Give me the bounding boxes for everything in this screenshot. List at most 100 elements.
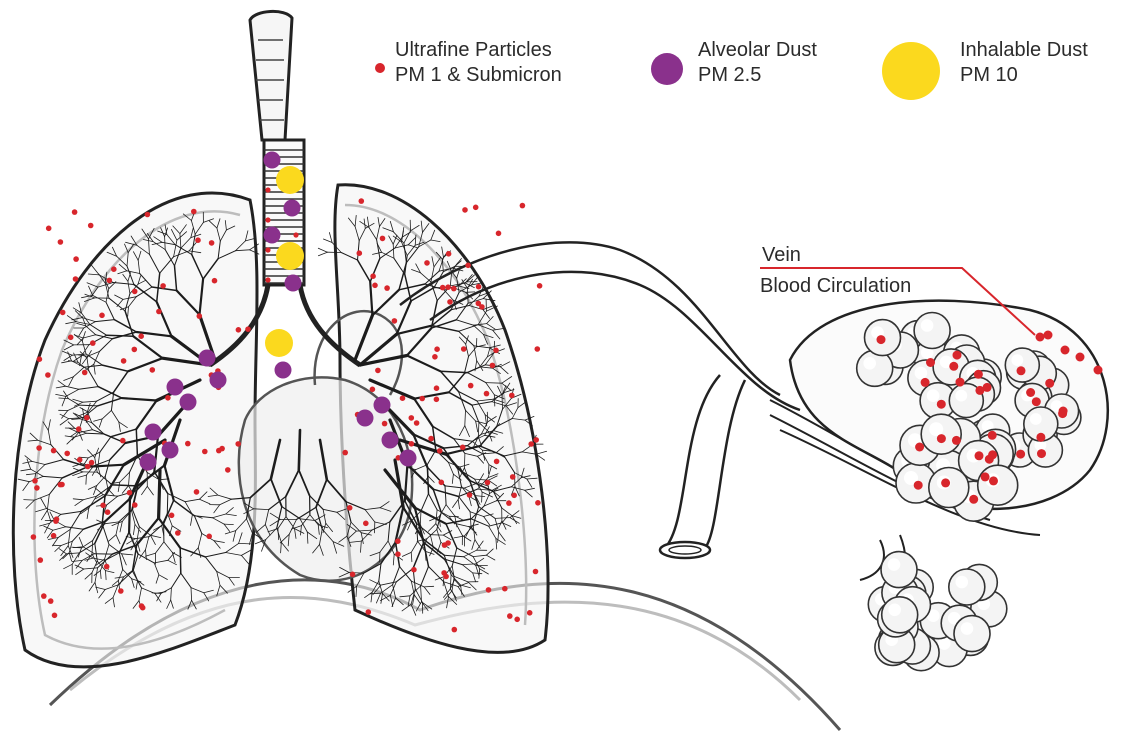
ultrafine-particle	[347, 505, 353, 511]
alveolar-dust-particle	[374, 397, 391, 414]
ultrafine-particle	[462, 207, 468, 213]
ultrafine-particle	[88, 223, 94, 229]
ultrafine-particle	[366, 609, 372, 615]
ultrafine-particle	[502, 586, 508, 592]
inhalable-dust-particle	[276, 242, 304, 270]
ultrafine-particle	[48, 598, 54, 604]
ultrafine-particle	[485, 480, 491, 486]
bronchiole	[329, 233, 332, 243]
alveolus-highlight	[921, 319, 934, 332]
ultrafine-particle	[37, 356, 43, 362]
ultrafine-particle	[1059, 407, 1068, 416]
alveolus-highlight	[956, 576, 969, 589]
ultrafine-particle	[100, 503, 106, 509]
ultrafine-particle	[111, 266, 117, 272]
bronchiole	[482, 492, 483, 502]
ultrafine-particle	[428, 436, 434, 442]
ultrafine-particle	[194, 489, 200, 495]
ultrafine-particle	[382, 421, 388, 427]
alveolar-dust-particle	[357, 410, 374, 427]
ultrafine-particle	[1026, 388, 1035, 397]
ultrafine-particle	[51, 533, 57, 539]
ultrafine-particle	[212, 278, 218, 284]
ultrafine-particle	[941, 478, 950, 487]
bronchiole	[239, 543, 251, 544]
ultrafine-particle	[537, 283, 543, 289]
ultrafine-particle	[395, 551, 401, 557]
alveolar-dust-particle	[210, 372, 227, 389]
alveolus-highlight	[955, 390, 967, 402]
ultrafine-particle	[409, 441, 415, 447]
ultrafine-particle	[68, 335, 74, 341]
ultrafine-particle	[1045, 379, 1054, 388]
ultrafine-particle	[506, 500, 512, 506]
alveolar-legend-label: Alveolar Dust PM 2.5	[698, 38, 817, 88]
ultrafine-particle	[54, 516, 60, 522]
inhalable-legend-line2: PM 10	[960, 63, 1088, 88]
alveolus-highlight	[1030, 413, 1042, 425]
ultrafine-particle	[926, 358, 935, 367]
bronchiole	[494, 395, 495, 406]
ultrafine-particle	[424, 260, 430, 266]
ultrafine-particle	[225, 467, 231, 473]
alveolar-dust-particle	[284, 200, 301, 217]
alveolus	[914, 313, 950, 349]
ultrafine-particle	[265, 247, 270, 252]
ultrafine-particle	[38, 557, 44, 563]
ultrafine-particle	[265, 187, 270, 192]
ultrafine-particle	[191, 209, 197, 215]
bronchiole	[318, 252, 327, 256]
alveolar-dust-particle	[180, 394, 197, 411]
ultrafine-particle	[185, 441, 191, 447]
ultrafine-particle	[73, 256, 79, 262]
alveolus-highlight	[888, 604, 901, 617]
ultrafine-particle	[395, 538, 401, 544]
ultrafine-particle	[915, 443, 924, 452]
ultrafine-particle	[535, 500, 541, 506]
ultrafine-particle	[132, 502, 138, 508]
ultrafine-particle	[138, 333, 144, 339]
ultrafine-particle	[528, 441, 534, 447]
ultrafine-particle	[84, 415, 90, 421]
bronchiole	[536, 451, 547, 454]
ultrafine-particle	[34, 485, 40, 491]
ultrafine-particle	[132, 347, 138, 353]
alveolar-legend-line2: PM 2.5	[698, 63, 817, 88]
ultrafine-particle	[1061, 346, 1070, 355]
ultrafine-particle	[511, 493, 517, 499]
ultrafine-particle	[441, 570, 447, 576]
ultrafine-particle	[1044, 331, 1053, 340]
ultrafine-particle	[442, 542, 448, 548]
bronchiole	[129, 499, 130, 532]
ultrafine-particle	[533, 569, 539, 575]
ultrafine-particle	[514, 617, 520, 623]
blood-circulation-label: Blood Circulation	[760, 274, 911, 298]
ultrafine-particle	[139, 603, 145, 609]
alveolar-dust-particle	[264, 152, 281, 169]
ultrafine-particle	[392, 318, 398, 324]
pulmonary-vessel	[665, 375, 745, 548]
ultrafine-particle	[165, 395, 171, 401]
ultrafine-particle	[64, 451, 70, 457]
ultrafine-particle	[370, 387, 376, 393]
ultrafine-particle	[36, 445, 42, 451]
ultrafine-particle	[988, 450, 997, 459]
ultrafine-particle	[981, 472, 990, 481]
inhalable-dust-particle	[265, 329, 293, 357]
ultrafine-particle	[76, 426, 82, 432]
ultrafine-particle	[197, 313, 203, 319]
ultrafine-particle	[127, 490, 133, 496]
ultrafine-particle	[245, 326, 251, 332]
ultrafine-particle	[527, 610, 533, 616]
ultrafine-legend-line2: PM 1 & Submicron	[395, 63, 562, 88]
ultrafine-particle	[372, 283, 378, 289]
ultrafine-particle	[486, 587, 492, 593]
ultrafine-particle	[509, 393, 515, 399]
ultrafine-particle	[411, 567, 417, 573]
ultrafine-particle	[989, 476, 998, 485]
ultrafine-particle	[520, 203, 526, 209]
ultrafine-particle	[476, 284, 482, 290]
ultrafine-particle	[82, 370, 88, 376]
ultrafine-particle	[59, 482, 65, 488]
